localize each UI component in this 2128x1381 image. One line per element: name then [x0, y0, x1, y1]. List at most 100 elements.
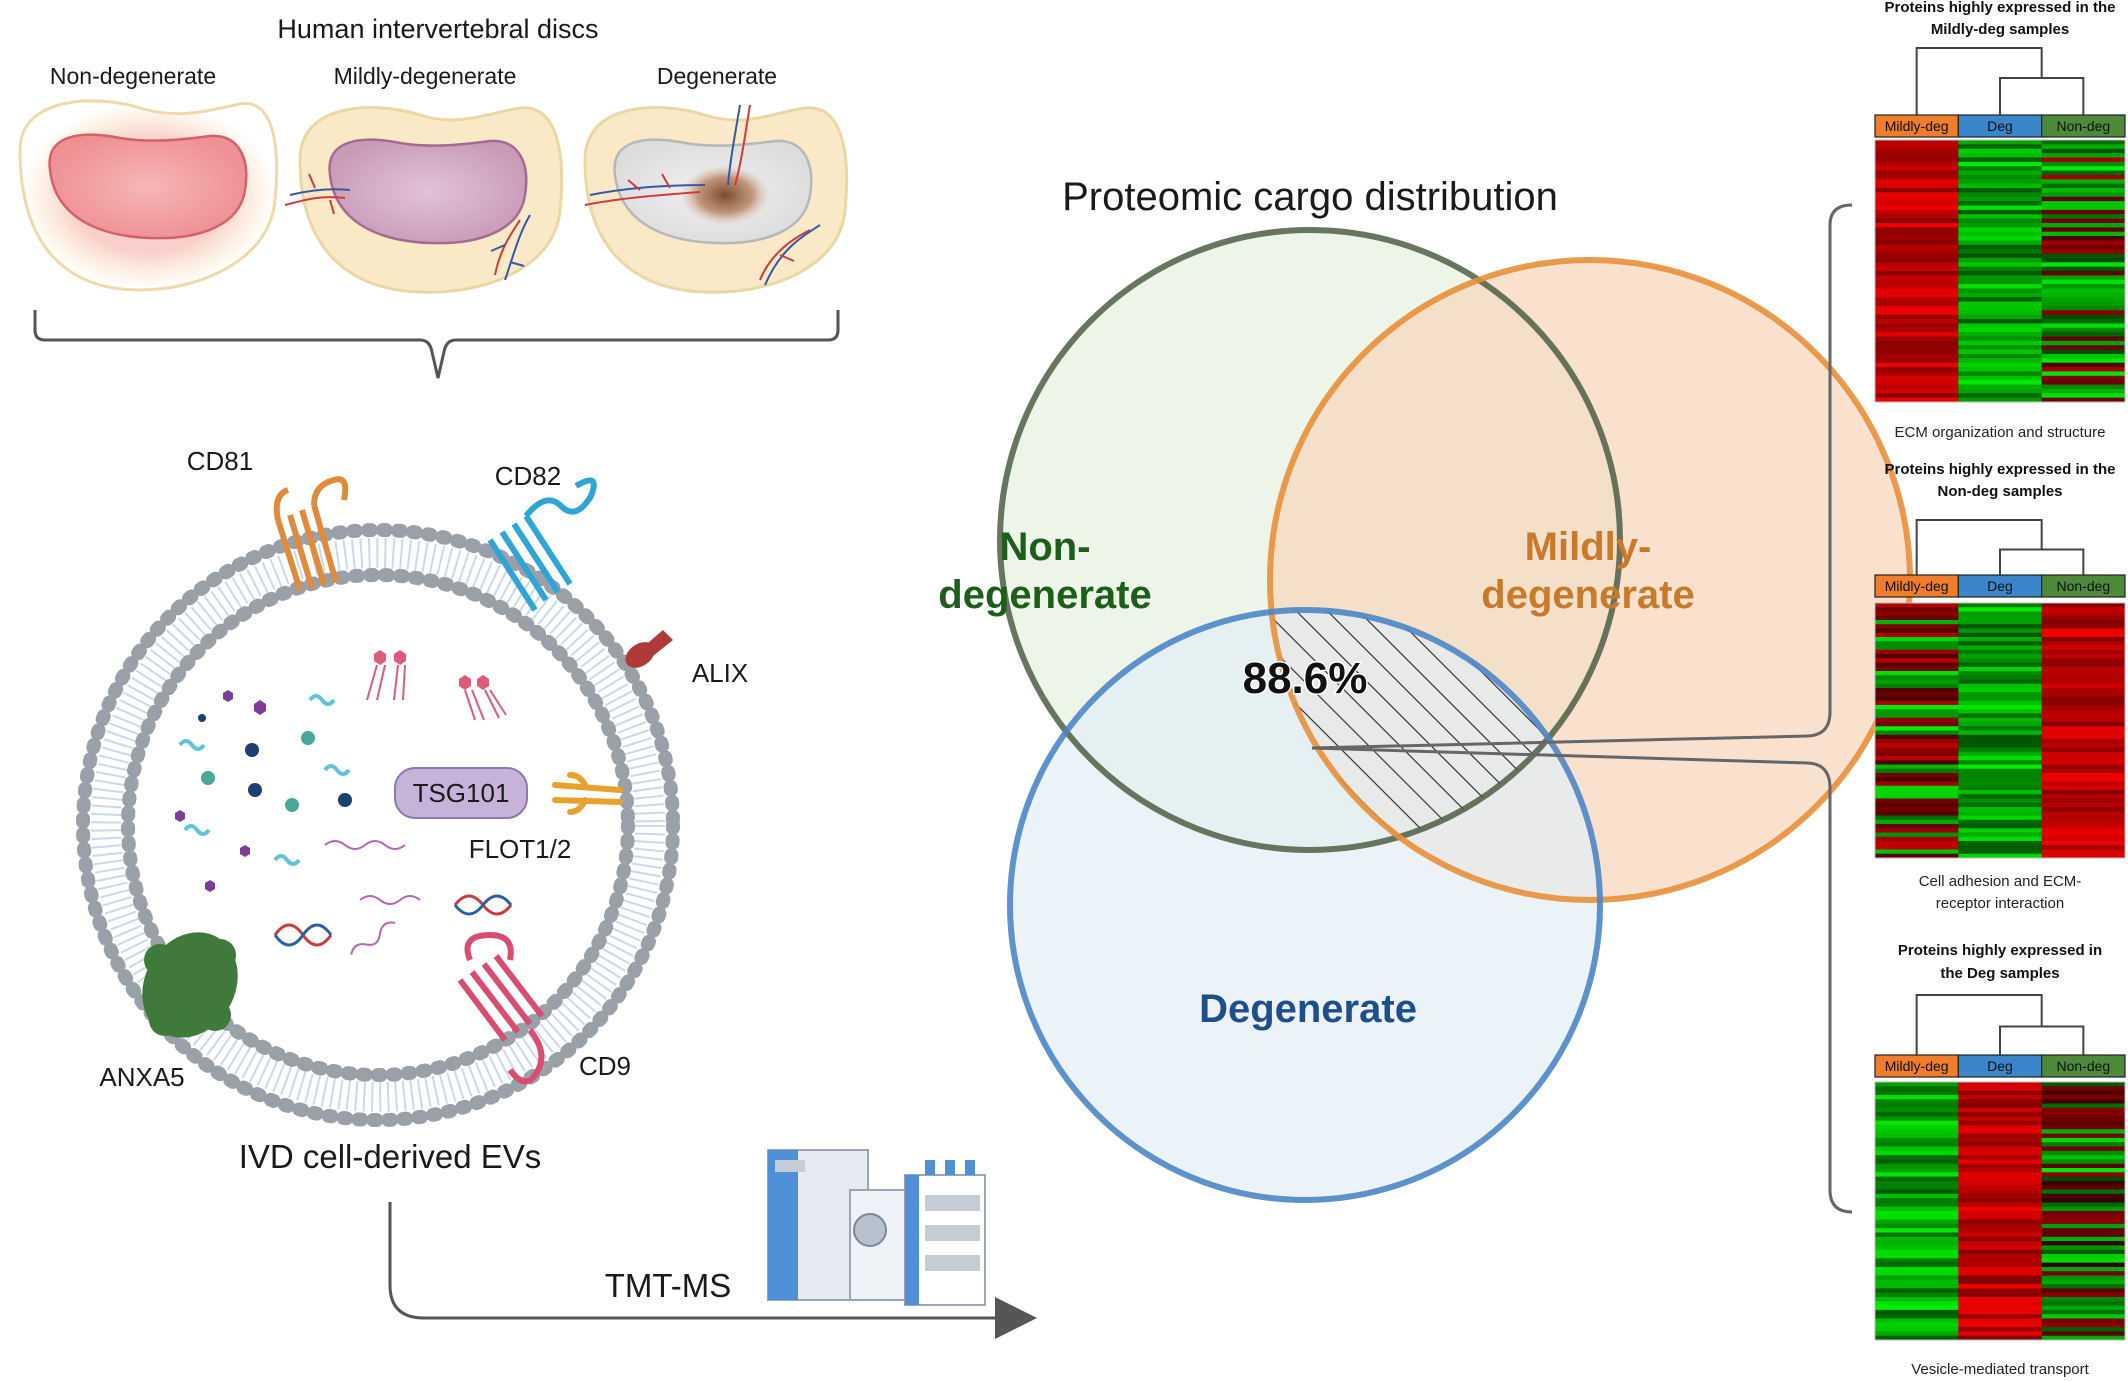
heatmap-cell [1958, 1335, 2043, 1341]
disc-mildly-degenerate [284, 106, 564, 294]
heatmap-cell [1875, 603, 1959, 608]
heatmap-cell [1875, 358, 1959, 364]
heatmap-cell [1958, 253, 2043, 259]
heatmap-cell [1875, 1133, 1959, 1139]
heatmap-cell [1958, 214, 2043, 220]
heatmap-cell [1875, 607, 1959, 612]
heatmap-cell [2041, 798, 2126, 804]
heatmap-cell [1875, 1254, 1959, 1259]
heatmap-cell [1875, 1292, 1959, 1298]
heatmap-cell [1958, 730, 2043, 736]
heatmap-cell [2041, 1335, 2126, 1341]
heatmap-cell [1958, 1150, 2043, 1156]
heatmap-cell [1875, 773, 1959, 778]
heatmap-cell [2041, 832, 2126, 838]
heatmap-cell [2041, 362, 2126, 368]
heatmap-cell [1958, 781, 2043, 787]
heatmap-cell [1875, 841, 1959, 846]
heatmap-cell [1958, 1228, 2043, 1233]
heatmap-cell [1958, 1215, 2043, 1221]
heatmap-cell [1958, 301, 2043, 307]
heatmap-cell [2041, 1159, 2126, 1165]
heatmap-cell [1958, 683, 2043, 689]
heatmap-cell [2041, 1086, 2126, 1092]
heatmap-cell [1875, 717, 1959, 723]
heatmap-caption-line2: receptor interaction [1936, 895, 2064, 912]
heatmap-cell [2041, 1223, 2126, 1229]
heatmap-cell [2041, 144, 2126, 150]
heatmap-cell [1875, 170, 1959, 176]
heatmap-cell [1958, 1159, 2043, 1165]
heatmap-cell [1958, 841, 2043, 846]
heatmap-cell [1958, 819, 2043, 825]
heatmap-cell [1875, 288, 1959, 294]
heatmap-cell [2041, 654, 2126, 659]
heatmap-column-header-bg [2041, 1054, 2126, 1078]
heatmap-dendrogram [1915, 47, 2085, 115]
heatmap-cell [2041, 1150, 2126, 1156]
heatmap-cell [1958, 393, 2043, 399]
heatmap-cell [2041, 802, 2126, 808]
heatmap-cell [1875, 1301, 1959, 1307]
heatmap-cell [1875, 1163, 1959, 1169]
anxa5-protein [142, 932, 238, 1038]
heatmap-cell [2041, 161, 2126, 167]
heatmap-cell [1875, 620, 1959, 625]
heatmap-cell [1875, 688, 1959, 693]
heatmap-cell [1875, 222, 1959, 228]
heatmap-cell [1875, 257, 1959, 263]
heatmap-cell [1958, 375, 2043, 381]
heatmap-cell [1958, 288, 2043, 294]
heatmap-cell [1875, 1112, 1959, 1117]
heatmap-cell [1875, 336, 1959, 342]
heatmap-cell [1875, 393, 1959, 399]
heatmap-cell [2041, 683, 2126, 689]
heatmap-cell [1958, 157, 2043, 163]
heatmap-cell [1958, 624, 2043, 629]
heatmap-cell [1875, 649, 1959, 655]
heatmap-cell [1958, 336, 2043, 342]
heatmap-cell [1958, 632, 2043, 638]
heatmap-column-header: Deg [1987, 118, 2013, 134]
heatmap-cell [2041, 170, 2126, 176]
heatmap-cell [1875, 1335, 1959, 1341]
heatmap-column-header-bg [2041, 574, 2126, 598]
heatmap-cell [2041, 819, 2126, 825]
heatmap-cell [1875, 1086, 1959, 1092]
heatmap-cell [1875, 666, 1959, 672]
heatmap-cell [2041, 196, 2126, 202]
cd82-protein [487, 477, 597, 612]
heatmap-cell [2041, 367, 2126, 372]
heatmap-cell [2041, 768, 2126, 774]
heatmap-cell [2041, 1236, 2126, 1242]
heatmap-cell [2041, 1176, 2126, 1182]
heatmap-cell [2041, 734, 2126, 740]
heatmap-cell [1958, 201, 2043, 206]
heatmap-cell [1958, 743, 2043, 748]
heatmap-caption-line1: Cell adhesion and ECM- [1919, 873, 2082, 890]
heatmap-cell [1958, 205, 2043, 211]
heatmap-caption-line1: Vesicle-mediated transport [1911, 1361, 2089, 1378]
heatmap-cell [1875, 802, 1959, 808]
heatmap-cell [1958, 1202, 2043, 1208]
heatmap-cell [1875, 157, 1959, 163]
heatmap-cell [1958, 1129, 2043, 1135]
heatmap-column-header: Mildly-deg [1885, 1058, 1949, 1074]
heatmap-cell [2041, 183, 2126, 189]
heatmap-cell [2041, 310, 2126, 316]
alix-protein [625, 630, 673, 668]
heatmap-cell [2041, 140, 2126, 145]
heatmap-cell [1875, 777, 1959, 782]
tmt-ms-label: TMT-MS [605, 1267, 731, 1304]
heatmap-cell [2041, 1129, 2126, 1135]
heatmap-cell [2041, 297, 2126, 303]
heatmap-cell [2041, 620, 2126, 625]
vessel-ingrowth [584, 104, 821, 286]
heatmap-cell [2041, 1301, 2126, 1307]
heatmap-cell [1875, 836, 1959, 842]
heatmap-cell [1958, 679, 2043, 685]
heatmap-cell [2041, 1189, 2126, 1195]
heatmap-frame [1874, 139, 2126, 403]
heatmap-dendrogram [1915, 994, 2085, 1055]
heatmap-cell [2041, 179, 2126, 185]
